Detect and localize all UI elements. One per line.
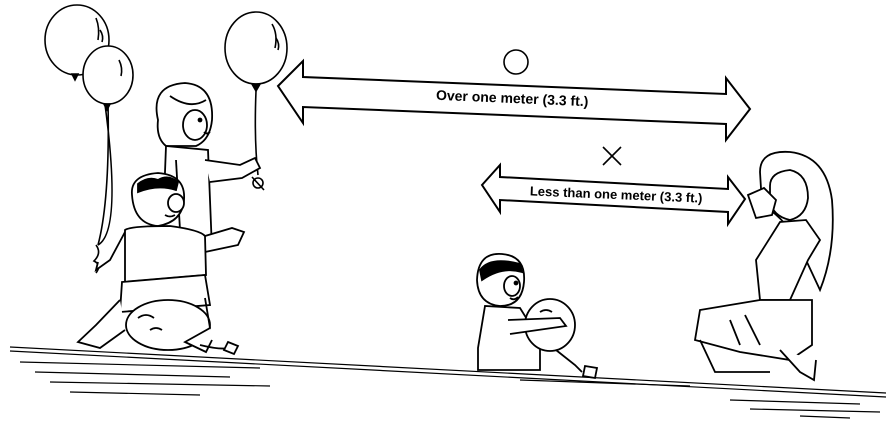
boy-seated-with-ball [476,253,599,380]
circle-icon [503,49,529,75]
over-one-meter-arrow [276,58,752,143]
cross-icon [602,146,622,166]
boy-on-hop-ball [76,172,246,356]
balloon-right-hand [224,11,288,191]
girl-with-balloons [155,82,262,251]
less-than-one-meter-arrow [480,162,747,228]
less-than-one-meter-label: Less than one meter (3.3 ft.) [530,183,703,205]
balloon-cluster-left [44,4,134,274]
over-one-meter-label: Over one meter (3.3 ft.) [436,87,589,109]
woman-kneeling [693,150,834,382]
ground-lines [9,346,886,419]
